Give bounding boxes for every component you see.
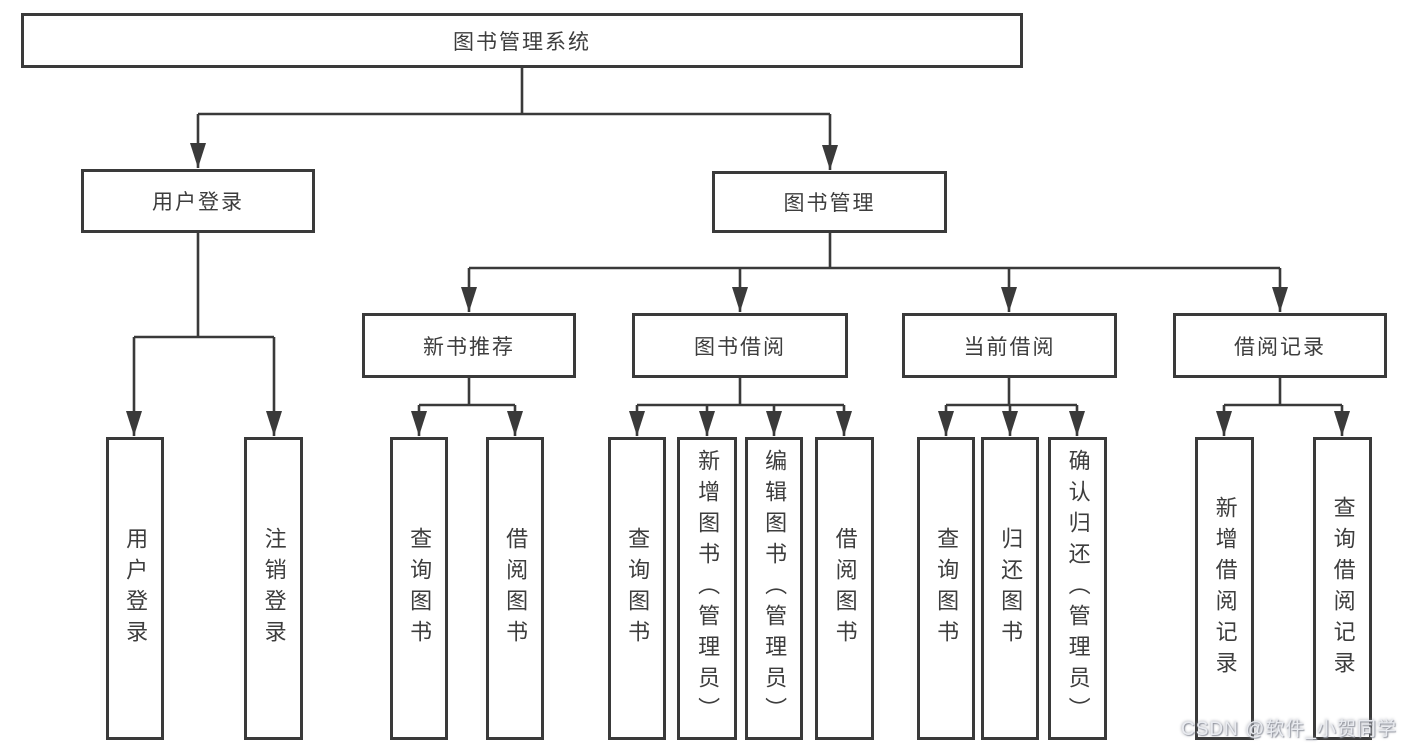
connector-user-login-to-leaves xyxy=(126,233,282,436)
node-leaf-edit-books-admin: 编辑图书（管理员） xyxy=(745,437,803,740)
node-user-login-label: 用户登录 xyxy=(152,191,244,214)
node-leaf-query-books-current-label: 查询图书 xyxy=(934,526,960,651)
node-leaf-add-books-admin-label: 新增图书（管理员） xyxy=(695,449,721,728)
node-leaf-query-books-borrow: 查询图书 xyxy=(608,437,666,740)
node-leaf-query-books-recommend-label: 查询图书 xyxy=(407,526,433,651)
connector-book-borrow-to-leaves xyxy=(629,378,852,436)
node-leaf-edit-books-admin-label: 编辑图书（管理员） xyxy=(762,449,788,728)
node-leaf-add-books-admin: 新增图书（管理员） xyxy=(677,437,737,740)
connector-current-borrow-to-leaves xyxy=(938,378,1085,436)
watermark: CSDN @软件_小贺同学 xyxy=(1181,719,1397,740)
node-book-borrow-label: 图书借阅 xyxy=(694,335,786,359)
node-leaf-user-login-label: 用户登录 xyxy=(123,526,149,651)
node-book-management-label: 图书管理 xyxy=(783,192,876,215)
node-leaf-borrow-books-borrow: 借阅图书 xyxy=(815,437,874,740)
node-new-book-recommend: 新书推荐 xyxy=(362,313,576,378)
node-leaf-query-books-recommend: 查询图书 xyxy=(390,437,448,740)
connector-new-book-recommend-to-leaves xyxy=(411,378,523,436)
node-leaf-query-borrow-record-label: 查询借阅记录 xyxy=(1330,495,1356,682)
node-leaf-return-books: 归还图书 xyxy=(981,437,1039,740)
node-leaf-user-login: 用户登录 xyxy=(106,437,164,740)
node-leaf-add-borrow-record-label: 新增借阅记录 xyxy=(1212,495,1238,682)
connector-book-management-to-level3 xyxy=(461,233,1288,312)
node-leaf-borrow-books-recommend: 借阅图书 xyxy=(486,437,544,740)
node-borrow-records-label: 借阅记录 xyxy=(1234,335,1326,359)
node-new-book-recommend-label: 新书推荐 xyxy=(423,335,515,359)
node-current-borrow-label: 当前借阅 xyxy=(963,335,1056,359)
connector-root-to-level2 xyxy=(190,68,838,170)
node-leaf-query-borrow-record: 查询借阅记录 xyxy=(1313,437,1372,740)
node-current-borrow: 当前借阅 xyxy=(902,313,1117,378)
node-leaf-confirm-return-admin-label: 确认归还（管理员） xyxy=(1065,449,1091,728)
node-leaf-borrow-books-borrow-label: 借阅图书 xyxy=(832,526,858,651)
node-leaf-query-books-current: 查询图书 xyxy=(917,437,975,740)
node-root-label: 图书管理系统 xyxy=(453,30,591,54)
node-leaf-logout: 注销登录 xyxy=(244,437,303,740)
node-root: 图书管理系统 xyxy=(21,13,1023,68)
node-leaf-confirm-return-admin: 确认归还（管理员） xyxy=(1048,437,1107,740)
node-user-login: 用户登录 xyxy=(81,169,315,233)
node-leaf-add-borrow-record: 新增借阅记录 xyxy=(1195,437,1254,740)
node-leaf-return-books-label: 归还图书 xyxy=(998,526,1024,651)
node-book-borrow: 图书借阅 xyxy=(632,313,848,378)
connector-borrow-records-to-leaves xyxy=(1216,378,1350,436)
node-leaf-logout-label: 注销登录 xyxy=(261,526,287,651)
node-leaf-query-books-borrow-label: 查询图书 xyxy=(625,526,651,651)
node-book-management: 图书管理 xyxy=(712,171,947,233)
node-borrow-records: 借阅记录 xyxy=(1173,313,1387,378)
node-leaf-borrow-books-recommend-label: 借阅图书 xyxy=(503,526,529,651)
